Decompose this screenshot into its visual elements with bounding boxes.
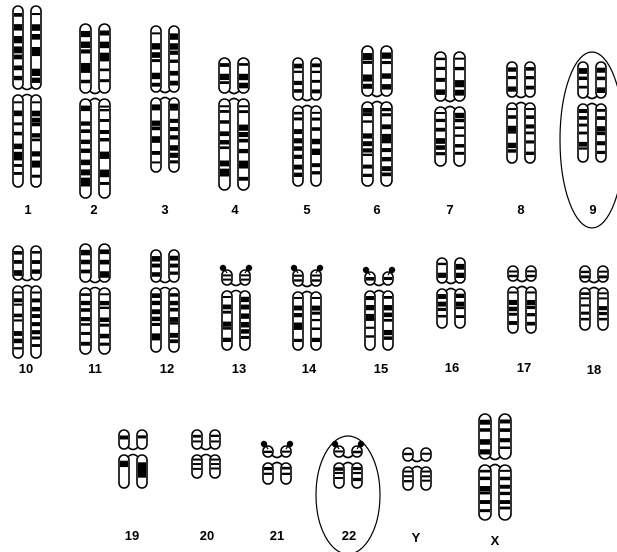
chromosome-label: 12 (160, 361, 174, 376)
chromosome-18 (579, 265, 609, 331)
chromosome-2 (79, 23, 111, 199)
chromosome-12 (150, 249, 180, 353)
satellite-mark (290, 264, 298, 272)
chromosome-label: 11 (88, 361, 102, 376)
chromosome-label: 21 (270, 528, 284, 543)
chromosome-7 (434, 51, 466, 167)
satellite-mark (362, 266, 370, 274)
chromosome-17 (507, 265, 537, 334)
satellite-mark (219, 264, 227, 272)
chromosome-10 (12, 245, 42, 359)
highlight-ellipse (559, 51, 617, 229)
chromosome-label: 9 (589, 202, 596, 217)
chromosome-14 (290, 264, 324, 351)
chromosome-5 (292, 57, 322, 187)
chromosome-label: 15 (374, 361, 388, 376)
chromosome-3 (150, 25, 180, 173)
satellite-mark (316, 264, 324, 272)
chromosome-label: Y (412, 530, 421, 545)
chromosome-label: 17 (517, 360, 531, 375)
chromosome-label: 4 (231, 202, 239, 217)
satellite-mark (260, 440, 268, 448)
chromosome-13 (219, 264, 253, 351)
chromosome-label: 10 (19, 361, 33, 376)
chromosome-label: 3 (161, 202, 168, 217)
chromosome-label: 19 (125, 528, 139, 543)
chromosome-label: 7 (446, 202, 453, 217)
chromosome-15 (362, 266, 396, 351)
chromosome-label: 18 (587, 362, 601, 377)
chromosome-21 (260, 440, 294, 485)
chromosome-4 (218, 57, 250, 191)
chromosome-20 (191, 429, 221, 479)
chromosome-8 (506, 61, 536, 164)
chromosome-label: 8 (517, 202, 524, 217)
chromosome-6 (361, 45, 393, 187)
chromosome-label: 6 (373, 202, 380, 217)
chromosome-label: 2 (90, 202, 97, 217)
chromosome-y (402, 447, 432, 491)
satellite-mark (286, 440, 294, 448)
chromosome-9 (577, 61, 607, 163)
chromosome-22 (331, 440, 365, 489)
chromosome-label: 20 (200, 528, 214, 543)
chromosome-label: 13 (232, 361, 246, 376)
chromosome-label: 22 (342, 528, 356, 543)
satellite-mark (245, 264, 253, 272)
highlight-ellipse (315, 435, 381, 552)
chromosome-16 (436, 257, 466, 329)
chromosome-label: 5 (303, 202, 310, 217)
chromosome-label: 14 (302, 361, 317, 376)
chromosome-11 (79, 243, 111, 355)
chromosome-label: 16 (445, 360, 459, 375)
satellite-mark (388, 266, 396, 274)
chromosome-x (478, 413, 512, 521)
chromosome-19 (118, 429, 148, 489)
chromosome-label: X (491, 533, 500, 548)
chromosome-label: 1 (24, 202, 31, 217)
chromosome-1 (12, 5, 42, 188)
